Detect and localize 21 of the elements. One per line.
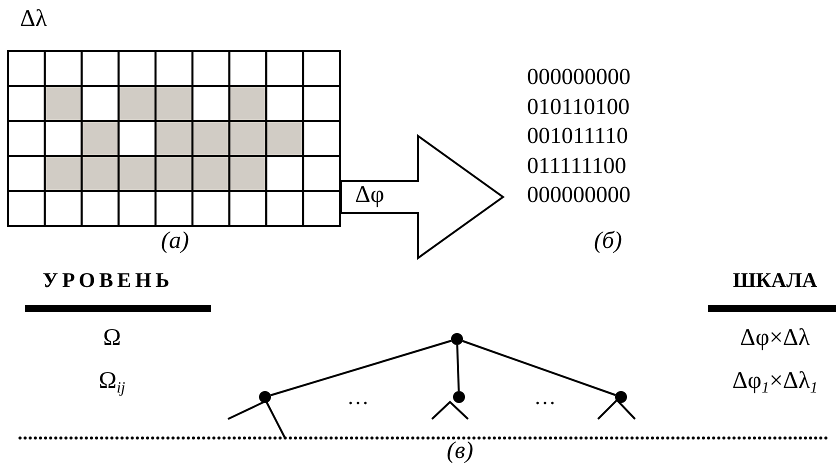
tree-branch [270,340,452,396]
tree-node-dot [451,333,463,345]
tree-branch [456,344,460,392]
subfigure-caption: (в) [446,438,474,465]
column-heading: ШКАЛА [732,268,818,293]
ellipsis: … [347,384,369,410]
level-symbol: Ω$_{ij}$ [98,368,126,398]
tree-branch [462,340,616,396]
subfigure-caption: (б) [594,228,622,255]
scale-expression: Δφ$_{1}$×Δλ$_{1}$ [732,368,818,398]
level-symbol: Ω [103,325,121,352]
scale-expression: Δφ×Δλ [740,325,810,352]
subfigure-caption: (а) [161,228,189,255]
ellipsis: … [534,384,556,410]
tree-node-dot [615,391,627,403]
block-arrow [340,134,505,260]
tree-node-dot [453,391,465,403]
tree-node-dot [259,391,271,403]
binary-code: 000000000 010110100 001011110 011111100 000000000 [527,63,630,209]
column-heading: УРОВЕНЬ [42,268,174,293]
axis-symbol: Δλ [20,6,48,33]
